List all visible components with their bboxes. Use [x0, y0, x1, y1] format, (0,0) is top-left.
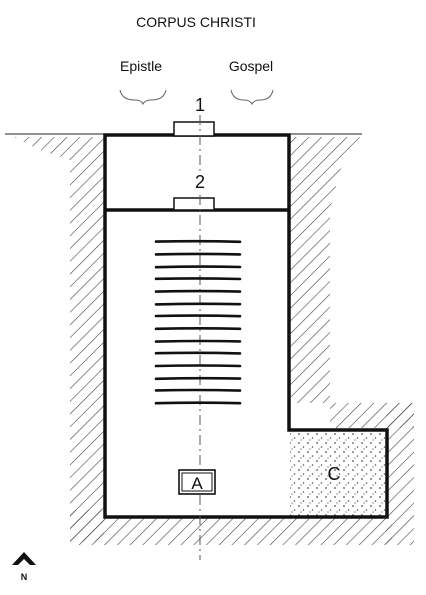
- pew-row: [154, 289, 242, 293]
- pew-row: [154, 376, 242, 381]
- door-number-1: 1: [195, 95, 205, 115]
- inner-door: [173, 197, 215, 211]
- pew-row: [154, 364, 242, 368]
- plan-title: CORPUS CHRISTI: [136, 14, 256, 30]
- pew-row: [154, 252, 242, 256]
- altar-label: A: [191, 474, 203, 493]
- building-outline: [103, 133, 389, 519]
- epistle-brace: [119, 89, 167, 106]
- chapel-label: C: [328, 464, 341, 484]
- gospel-label: Gospel: [229, 58, 273, 74]
- pew-row: [154, 314, 242, 318]
- gospel-brace: [230, 89, 274, 106]
- pew-row: [154, 339, 242, 343]
- nave-interior: [106, 136, 288, 516]
- chapel-fill: [290, 430, 386, 516]
- north-label: N: [21, 572, 28, 582]
- north-arrow-icon: [12, 552, 36, 565]
- pew-row: [154, 401, 242, 405]
- outer-door: [173, 121, 215, 137]
- pew-row: [154, 239, 242, 244]
- altar-box: [178, 469, 216, 495]
- hatched-earth: [14, 137, 414, 545]
- pew-row: [154, 265, 242, 269]
- pew-row: [154, 302, 242, 306]
- pew-row: [154, 327, 242, 331]
- pews: [154, 239, 242, 405]
- pew-row: [154, 388, 242, 392]
- door-number-2: 2: [195, 172, 205, 192]
- epistle-label: Epistle: [120, 58, 162, 74]
- pew-row: [154, 277, 242, 281]
- pew-row: [154, 351, 242, 355]
